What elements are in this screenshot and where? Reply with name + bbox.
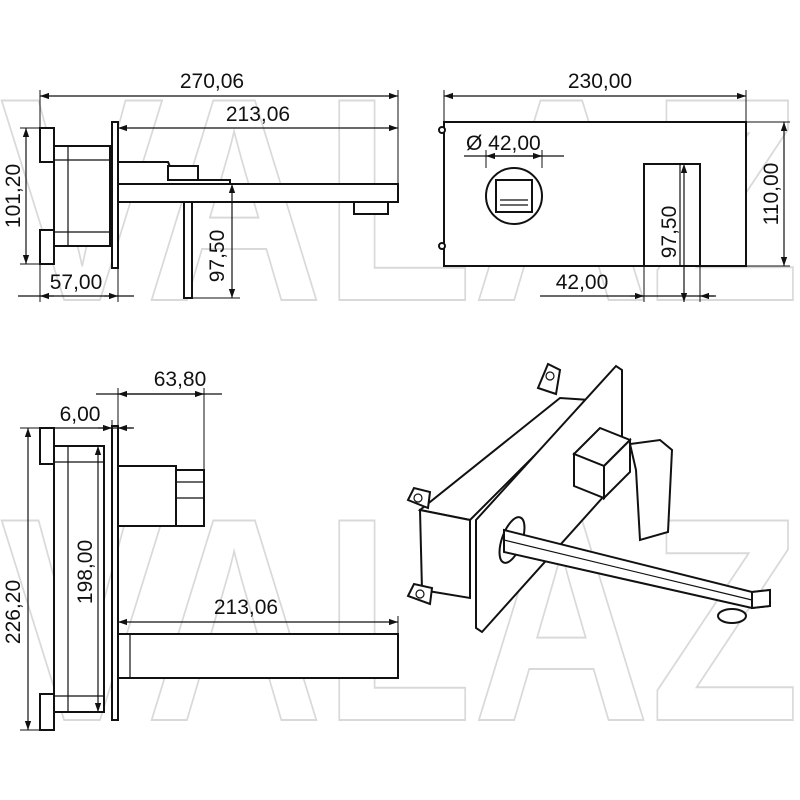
dim-handle-projection: 63,80 [154, 368, 207, 391]
isometric-view [406, 362, 771, 634]
dim-spout-height-top: 97,50 [206, 230, 229, 283]
front-handle-lever [495, 179, 533, 213]
dim-overall-height: 226,20 [2, 580, 25, 644]
valve-box [53, 145, 111, 247]
handle-lever [167, 165, 199, 181]
side-view-bottom: 63,80 6,00 226,20 198,00 213,06 [2, 368, 399, 731]
dim-handle-diameter: Ø 42,00 [466, 132, 541, 155]
dim-plate-height: 110,00 [760, 163, 783, 226]
side-view-top: 270,06 213,06 101,20 57,00 97,50 [2, 70, 399, 302]
dim-spout-length-top: 213,06 [226, 103, 290, 126]
front-spout [643, 163, 701, 267]
mounting-lug-lower [39, 229, 55, 265]
lower-view-plate [111, 425, 119, 721]
dim-plate-thickness: 6,00 [60, 403, 101, 426]
dim-total-depth: 270,06 [180, 70, 244, 93]
dim-box-depth: 57,00 [50, 271, 103, 294]
dim-handle-offset: 42,00 [556, 271, 609, 294]
iso-lug-left [406, 486, 432, 510]
iso-box-side [418, 508, 471, 600]
front-mount-hole-2 [438, 242, 446, 250]
iso-spout-end [751, 588, 771, 610]
escutcheon [183, 201, 193, 299]
front-mount-hole-1 [438, 126, 446, 134]
iso-lug-bottom [406, 582, 434, 606]
lower-view-lug-bottom [39, 693, 55, 731]
iso-lug-top-right [536, 362, 562, 396]
iso-handle-side [603, 437, 631, 501]
mounting-lug-upper [39, 127, 55, 163]
dim-body-height: 101,20 [2, 164, 25, 228]
dim-spout-length-bottom: 213,06 [214, 596, 278, 619]
dim-plate-width: 230,00 [568, 70, 632, 93]
dim-box-height: 198,00 [74, 540, 97, 604]
dim-spout-height-front: 97,50 [658, 206, 681, 259]
lower-view-spout [117, 633, 399, 679]
front-view: 230,00 Ø 42,00 42,00 110,00 97,50 [438, 70, 790, 302]
spout-outlet [353, 201, 389, 215]
iso-spout-outlet [717, 608, 747, 624]
iso-handle-stem [628, 438, 674, 542]
lower-view-lug-top [39, 427, 55, 465]
spout [117, 183, 399, 203]
lower-view-handle-base [117, 465, 177, 527]
